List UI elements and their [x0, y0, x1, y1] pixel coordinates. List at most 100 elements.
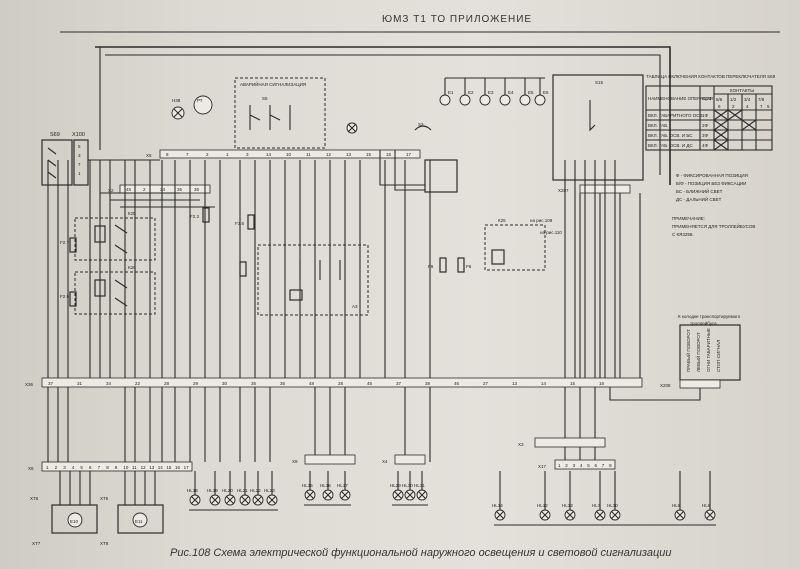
lamp-e5-label: Е5 — [528, 90, 534, 95]
x8-pin-4: 4 — [72, 465, 75, 470]
x5-pin-11: 15 — [366, 152, 372, 157]
main-wire-harness — [47, 159, 701, 462]
x5-pin-6: 14 — [266, 152, 272, 157]
lamp-label-bottom_right-7: НL9 — [702, 503, 711, 508]
x208-connector — [679, 379, 721, 389]
to-ris110-label: на рис.110 — [540, 230, 562, 235]
f8-label: F8 — [428, 264, 434, 269]
x5-pin-7: 10 — [286, 152, 292, 157]
legend-item-4: ДС - ДАЛЬНИЙ СВЕТ — [676, 195, 722, 202]
x8-pin-12: 12 — [141, 465, 147, 470]
row-4-pos: 4Ф — [702, 143, 709, 148]
lamp-e1 — [439, 94, 451, 106]
outer-bus-top-2 — [105, 54, 661, 175]
x8-pin-10: 10 — [123, 465, 129, 470]
x17-pin-4: 4 — [580, 463, 583, 468]
s15-label: S15 — [595, 80, 604, 85]
x5-pin-8: 11 — [306, 152, 311, 157]
x17-pin-5: 5 — [587, 463, 590, 468]
x3-label: Х3 — [518, 442, 524, 447]
x36-pin-15: 46 — [454, 381, 460, 386]
num-3: 4 — [746, 104, 749, 109]
xt6-label: ХТ6 — [30, 496, 39, 501]
pt-relay-lamp — [193, 95, 213, 115]
s5-label: S5 — [262, 96, 268, 101]
x36-pin-10: 48 — [309, 381, 315, 386]
x36-pin-4: 22 — [135, 381, 141, 386]
x8-pin-1: 1 — [46, 465, 49, 470]
x17-pin-8: 8 — [609, 463, 612, 468]
k25-relay-block — [74, 217, 156, 261]
lamp-e5 — [519, 94, 531, 106]
lamp-label-bottom_right-6: НL8 — [672, 503, 681, 508]
trailer-signal-1: ПРАВЫЙ ПОВОРОТ — [684, 329, 691, 372]
x17-pin-2: 2 — [565, 463, 568, 468]
x208-label: Х208 — [660, 383, 671, 388]
fuse-f3-5 — [247, 214, 255, 230]
x36-pin-20: 16 — [599, 381, 605, 386]
x8-pin-3: 3 — [63, 465, 66, 470]
switch-table-title: ТАБЛИЦА ВКЛЮЧЕНИЯ КОНТАКТОВ ПЕРЕКЛЮЧАТЕЛ… — [646, 74, 776, 79]
k25-right-relay-block — [484, 224, 546, 271]
x5-pin-13: 17 — [406, 152, 412, 157]
x36-pin-12: 45 — [367, 381, 373, 386]
fuse-f6 — [457, 257, 465, 273]
pair-1: 5/6 — [716, 97, 723, 102]
x2-label: Х2 — [108, 188, 114, 193]
pt-label: РТ — [197, 98, 203, 103]
s3-label: S3 — [418, 122, 424, 127]
lamp-label-bottom_right-3: НL13 — [562, 503, 573, 508]
lamp-label-bottom_right-4: НL7 — [592, 503, 601, 508]
row-3-pos: 3Ф — [702, 133, 709, 138]
num-1: 6 — [718, 104, 721, 109]
switch-table-frame — [645, 85, 773, 151]
x17-pin-6: 6 — [595, 463, 598, 468]
x36-pin-1: 37 — [48, 381, 54, 386]
x2-pin-4: 35 — [177, 187, 183, 192]
hazard-block-title: АВАРИЙНАЯ СИГНАЛИЗАЦИЯ — [240, 80, 306, 87]
x207-label: Х207 — [558, 188, 569, 193]
k25a-label: К25 — [128, 211, 136, 216]
x36-pin-8: 35 — [251, 381, 257, 386]
table-col-operation: НАИМЕНОВАНИЕ ОПЕРАЦИИ — [648, 96, 713, 101]
a3-block — [257, 244, 369, 316]
lamp-label-bottom_mid-1: НL15 — [302, 483, 313, 488]
x36-pin-9: 36 — [280, 381, 286, 386]
trailer-note-2: троллейбуса — [690, 320, 717, 326]
x8-connector-bus — [41, 461, 193, 472]
headlight-e11 — [117, 504, 164, 534]
lamp-e6 — [534, 94, 546, 106]
x2-pin-1: 45 — [126, 187, 132, 192]
lamp-e6-label: Е6 — [543, 90, 549, 95]
a3-label: А3 — [352, 304, 358, 309]
xt7-label: ХТ7 — [32, 541, 41, 546]
x36-pin-16: 27 — [483, 381, 489, 386]
lamp-label-bottom_mid2-1: НL29 — [390, 483, 401, 488]
num-4: 7 — [760, 104, 763, 109]
legend: Ф - ФИКСИРОВАННАЯ ПОЗИЦИЯ Б/Ф - ПОЗИЦИЯ … — [676, 173, 748, 202]
hazard-warning-block — [234, 77, 326, 149]
outer-bus-top — [95, 46, 671, 185]
f2-9-label: F2.9 — [60, 294, 70, 299]
trailer-signal-4: СТОП-СИГНАЛ — [716, 340, 721, 372]
lamp-e4-label: Е4 — [508, 90, 514, 95]
lamp-label-bottom_left-2: НL19 — [207, 488, 218, 493]
trailer-signal-2: ЛЕВЫЙ ПОВОРОТ — [694, 332, 701, 372]
x100-label: Х100 — [72, 132, 85, 138]
x5-pin-10: 13 — [346, 152, 352, 157]
x5-pin-4: 1 — [226, 152, 229, 157]
note: ПРИМЕЧАНИЕ: ПРИМЕНЯЕТСЯ ДЛЯ ТРОЛЛЕЙБУСОВ… — [672, 216, 755, 237]
lamp-label-bottom_right-2: НL12 — [537, 503, 548, 508]
headlight-e10 — [51, 504, 98, 534]
x5-pin-1: 8 — [166, 152, 169, 157]
e10-label: Е10 — [70, 519, 79, 524]
x36-pin-6: 29 — [193, 381, 199, 386]
num-5: 5 — [767, 104, 770, 109]
table-col-contacts: КОНТАКТЫ — [730, 88, 754, 93]
row-4-op: ВКЛ. ГАБ. ОСВ. И ДС — [648, 143, 693, 148]
x36-pin-11: 28 — [338, 381, 344, 386]
f2-7-label: F2.7 — [60, 240, 70, 245]
x8-pin-5: 5 — [80, 465, 83, 470]
x9-connector — [304, 454, 356, 465]
x8-pin-6: 6 — [89, 465, 92, 470]
